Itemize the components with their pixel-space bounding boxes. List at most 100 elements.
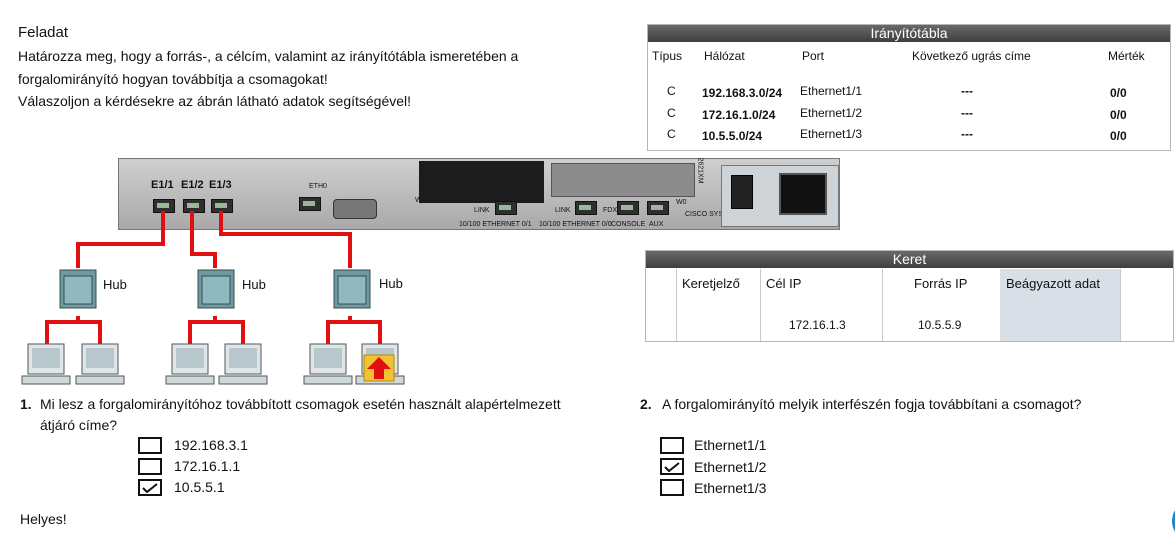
- interface-label-e1-3: E1/3: [209, 179, 232, 191]
- q2-option-3-checkbox[interactable]: [660, 479, 684, 496]
- port-ethernet-0-0[interactable]: [575, 201, 597, 215]
- hub-label-1: Hub: [103, 277, 127, 292]
- cable-hub2-pc4: [213, 316, 245, 346]
- rt-cell-type: C: [667, 127, 676, 141]
- q2-number: 2.: [640, 396, 652, 412]
- hub-label-3: Hub: [379, 276, 403, 291]
- q2-option-1-checkbox[interactable]: [660, 437, 684, 454]
- hubs: [59, 269, 371, 309]
- frame-header-cel-ip: Cél IP: [766, 276, 802, 291]
- routing-table-title: Irányítótábla: [648, 25, 1170, 42]
- q1-option-1-checkbox[interactable]: [138, 437, 162, 454]
- cable-hub3-pc5: [326, 316, 352, 346]
- aux-label: AUX: [649, 221, 664, 228]
- cable-e1-1-to-hub1: [76, 211, 165, 268]
- rt-cell-port: Ethernet1/2: [800, 106, 863, 120]
- rt-cell-metric: 0/0: [1110, 108, 1127, 122]
- cables: [45, 211, 382, 346]
- rt-cell-type: C: [667, 106, 676, 120]
- q1-number: 1.: [20, 396, 32, 412]
- rt-cell-metric: 0/0: [1110, 129, 1127, 143]
- port-eth0[interactable]: [299, 197, 321, 211]
- q2-text: A forgalomirányító melyik interfészén fo…: [662, 396, 1082, 412]
- rt-cell-network: 172.16.1.0/24: [702, 108, 776, 122]
- cable-hub1-pc2: [76, 316, 102, 346]
- q2-option-2-checkbox[interactable]: [660, 458, 684, 475]
- q1-text-line1: Mi lesz a forgalomirányítóhoz továbbítot…: [40, 396, 561, 412]
- port-ethernet-0-1[interactable]: [495, 201, 517, 215]
- cable-e1-2-to-hub2: [190, 211, 217, 268]
- routing-table-panel: Irányítótábla Típus Hálózat Port Követke…: [647, 24, 1171, 151]
- checkmark-icon: [664, 462, 680, 472]
- cable-hub1-pc1: [45, 316, 80, 346]
- port-aux[interactable]: [647, 201, 669, 215]
- wic-module: [551, 163, 695, 197]
- q1-option-2-label[interactable]: 172.16.1.1: [174, 458, 241, 474]
- q2-option-3-label[interactable]: Ethernet1/3: [694, 480, 767, 496]
- cable-hub2-pc3: [188, 316, 217, 346]
- q2-number-label: 2.: [640, 396, 652, 412]
- rt-cell-next-hop: ---: [961, 127, 973, 141]
- pc-icon: [165, 343, 215, 385]
- frame-title: Keret: [646, 251, 1173, 268]
- pc-icon: [303, 343, 353, 385]
- result-message: Helyes!: [20, 511, 67, 527]
- cisco-logo: CISCO SYSTEMS: [685, 211, 743, 218]
- eth00-label: 10/100 ETHERNET 0/0: [539, 221, 612, 228]
- rt-cell-port: Ethernet1/3: [800, 127, 863, 141]
- task-line-3: Válaszoljon a kérdésekre az ábrán láthat…: [18, 93, 412, 109]
- rt-header-metric: Mérték: [1108, 49, 1145, 63]
- pc-icon: [75, 343, 125, 385]
- eth01-label: 10/100 ETHERNET 0/1: [459, 221, 532, 228]
- frame-header-forras-ip: Forrás IP: [914, 276, 968, 291]
- next-button[interactable]: [1172, 506, 1175, 536]
- q2-option-2-label[interactable]: Ethernet1/2: [694, 459, 767, 475]
- rt-header-network: Hálózat: [704, 49, 745, 63]
- frame-col-dest-ip: [760, 269, 883, 341]
- task-line-2: forgalomirányító hogyan továbbítja a cso…: [18, 71, 328, 87]
- frame-header-payload: Beágyazott adat: [1006, 276, 1100, 291]
- q1-text-line2: átjáró címe?: [40, 417, 118, 433]
- rt-cell-network: 10.5.5.0/24: [702, 129, 763, 143]
- hub-icon: [59, 269, 97, 309]
- hub-icon: [333, 269, 371, 309]
- frame-col-payload: [1000, 269, 1121, 341]
- hub-icon: [197, 269, 235, 309]
- frame-header-keretjelzo: Keretjelző: [682, 276, 740, 291]
- interface-label-e1-2: E1/2: [181, 179, 204, 191]
- rt-cell-type: C: [667, 84, 676, 98]
- rt-cell-port: Ethernet1/1: [800, 84, 863, 98]
- port-console[interactable]: [617, 201, 639, 215]
- eth0-label: ETH0: [309, 183, 327, 190]
- pcs: [21, 343, 405, 385]
- checkmark-icon: [142, 483, 158, 493]
- rt-cell-next-hop: ---: [961, 106, 973, 120]
- router-chassis: E1/1 E1/2 E1/3 ETH0 W1 LINK 10/100 ETHER…: [118, 157, 840, 230]
- q1-option-3-label[interactable]: 10.5.5.1: [174, 479, 225, 495]
- task-title: Feladat: [18, 24, 69, 41]
- frame-col-header: [676, 269, 761, 341]
- q1-option-2-checkbox[interactable]: [138, 458, 162, 475]
- rt-cell-network: 192.168.3.0/24: [702, 86, 783, 100]
- frame-col-edge: [646, 269, 677, 341]
- hub-label-2: Hub: [242, 277, 266, 292]
- rt-cell-metric: 0/0: [1110, 86, 1127, 100]
- task-line-1: Határozza meg, hogy a forrás-, a célcím,…: [18, 48, 519, 64]
- power-switch[interactable]: [731, 175, 753, 209]
- cable-e1-3-to-hub3: [219, 211, 352, 268]
- q2-option-1-label[interactable]: Ethernet1/1: [694, 437, 767, 453]
- rt-header-port: Port: [802, 49, 825, 63]
- q1-option-3-checkbox[interactable]: [138, 479, 162, 496]
- q1-number-label: 1.: [20, 396, 32, 412]
- cable-hub3-pc6: [348, 316, 382, 346]
- console-label: CONSOLE: [611, 221, 646, 228]
- router-slot: [419, 161, 544, 203]
- serial-connector: [333, 199, 377, 219]
- link-label-1: LINK: [474, 207, 490, 214]
- q1-option-1-label[interactable]: 192.168.3.1: [174, 437, 248, 453]
- power-socket: [779, 173, 827, 215]
- link-label-2: LINK: [555, 207, 571, 214]
- fdx-label: FDX: [603, 207, 617, 214]
- frame-panel: Keret Keretjelző Cél IP Forrás IP Beágya…: [645, 250, 1174, 342]
